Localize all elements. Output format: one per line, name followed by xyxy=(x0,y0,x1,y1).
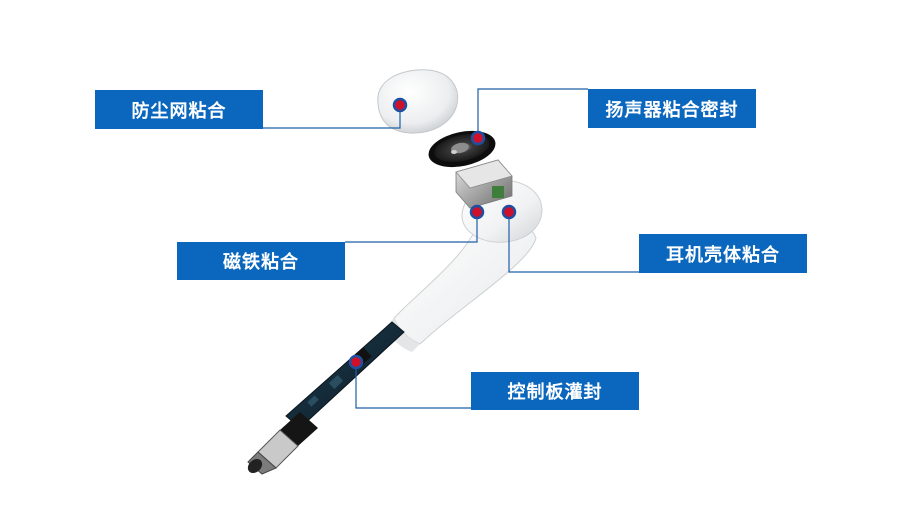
label-magnet-bonding: 磁铁粘合 xyxy=(177,242,345,280)
leader-board xyxy=(355,362,471,409)
leader-lines xyxy=(263,88,639,409)
earbud-stem xyxy=(386,180,543,352)
leader-magnet xyxy=(345,212,478,243)
marker-board xyxy=(348,354,364,370)
label-shell-bonding: 耳机壳体粘合 xyxy=(639,234,807,273)
marker-dust xyxy=(392,97,408,113)
marker-magnet xyxy=(469,204,485,220)
markers xyxy=(348,97,517,370)
marker-speaker xyxy=(470,130,486,146)
dust-mesh-cap xyxy=(377,69,459,134)
label-speaker-bonding-seal: 扬声器粘合密封 xyxy=(588,89,756,128)
leader-dust xyxy=(263,106,401,129)
magnet-block xyxy=(455,159,513,209)
leader-speaker xyxy=(477,88,588,138)
marker-shell xyxy=(501,204,517,220)
label-board-potting: 控制板灌封 xyxy=(471,372,639,410)
control-board xyxy=(280,321,405,446)
leader-shell xyxy=(508,212,639,273)
label-dust-mesh-bonding: 防尘网粘合 xyxy=(95,90,263,129)
connector-tip xyxy=(247,429,299,475)
